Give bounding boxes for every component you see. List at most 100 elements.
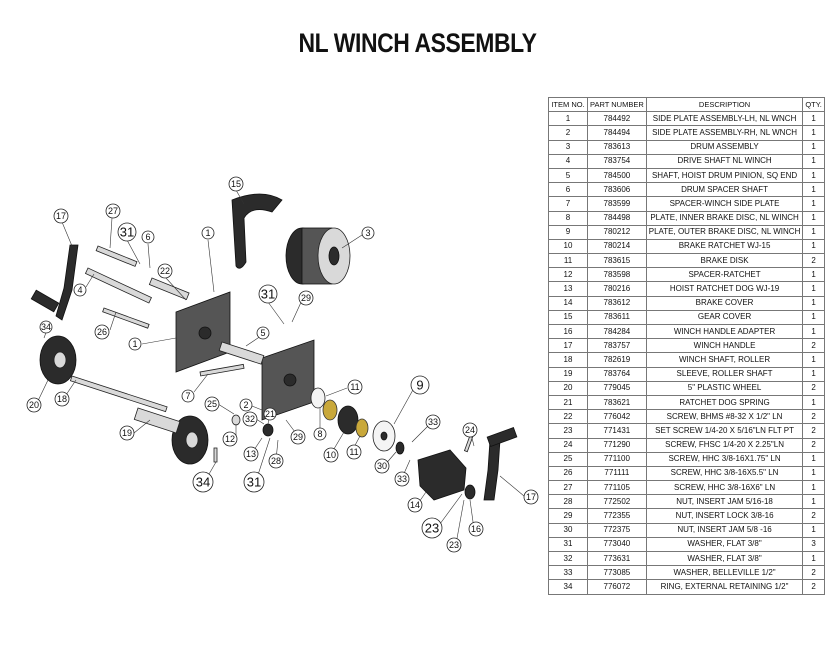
cell-description: BRAKE DISK: [645, 253, 804, 269]
callout-label: 18: [57, 394, 67, 404]
cell-description: 5" PLASTIC WHEEL: [645, 380, 804, 396]
leader-lines: [35, 189, 525, 545]
cell-qty: 1: [802, 224, 825, 240]
cell-description: NUT, INSERT JAM 5/8 -16: [645, 522, 804, 538]
cell-item-no: 26: [548, 465, 588, 482]
callout: 29: [298, 290, 314, 306]
cell-part-number: 783621: [587, 394, 647, 411]
pinion-shaft-part: [218, 341, 265, 365]
cell-part-number: 783611: [587, 309, 647, 326]
gear-cover-part: [231, 193, 283, 269]
winch-shaft-roller-part: [69, 375, 168, 413]
cell-description: DRIVE SHAFT NL WINCH: [645, 153, 804, 169]
cell-qty: 2: [802, 579, 825, 595]
callout: 3: [361, 226, 375, 240]
cell-description: SET SCREW 1/4-20 X 5/16"LN FLT PT: [645, 423, 804, 439]
cell-part-number: 784498: [587, 210, 647, 226]
callout-label: 2: [243, 400, 248, 410]
cell-part-number: 776072: [587, 579, 647, 595]
cell-qty: 1: [802, 550, 825, 567]
callout: 13: [243, 446, 259, 462]
cell-item-no: 4: [548, 153, 588, 169]
cell-qty: 1: [802, 267, 825, 283]
cell-description: BRAKE COVER: [645, 295, 804, 311]
cell-item-no: 19: [548, 366, 588, 382]
side-plate-lh-hole: [198, 326, 212, 340]
cell-qty: 1: [802, 309, 825, 326]
jam-nut-30-part: [395, 441, 405, 455]
callout: 20: [26, 397, 42, 413]
cell-qty: 1: [802, 323, 825, 340]
drive-shaft-part: [84, 267, 152, 304]
cell-qty: 2: [802, 380, 825, 396]
screw-27-part: [95, 245, 138, 267]
callout-label: 32: [245, 414, 255, 424]
cell-qty: 1: [802, 494, 825, 510]
cell-qty: 2: [802, 508, 825, 524]
cell-item-no: 22: [548, 409, 588, 425]
cell-qty: 1: [802, 394, 825, 411]
callout: 22: [157, 263, 173, 279]
drum-spacer-shaft-part: [148, 277, 190, 300]
callout-label: 4: [77, 285, 82, 295]
cell-part-number: 784500: [587, 167, 647, 184]
callout: 23: [421, 517, 443, 539]
spacer-ratchet-part: [231, 414, 241, 426]
cell-part-number: 783754: [587, 153, 647, 169]
callout-label: 15: [231, 179, 241, 189]
drum-assembly-part: [285, 227, 351, 285]
callout-label: 5: [260, 328, 265, 338]
callout-label: 11: [349, 447, 358, 457]
brake-disk-2-part: [355, 418, 369, 438]
callout: 26: [94, 324, 110, 340]
cell-part-number: 773631: [587, 550, 647, 567]
cell-part-number: 783606: [587, 182, 647, 198]
cell-item-no: 28: [548, 494, 588, 510]
callout-label: 23: [449, 540, 459, 550]
callout: 17: [523, 489, 539, 505]
cell-qty: 1: [802, 111, 825, 127]
cell-description: SPACER-WINCH SIDE PLATE: [645, 196, 804, 212]
cell-part-number: 783612: [587, 295, 647, 311]
cell-description: DRUM ASSEMBLY: [645, 139, 804, 155]
cell-description: HOIST RATCHET DOG WJ-19: [645, 281, 804, 297]
cell-item-no: 20: [548, 380, 588, 396]
callout-label: 27: [108, 206, 118, 216]
callout-label: 19: [122, 428, 132, 438]
cell-description: WINCH HANDLE ADAPTER: [645, 323, 804, 340]
winch-handle-right-part: [483, 439, 501, 501]
callout: 10: [323, 447, 339, 463]
cell-part-number: 783613: [587, 139, 647, 155]
cell-description: SCREW, HHC 3/8-16X6" LN: [645, 480, 804, 496]
cell-qty: 1: [802, 210, 825, 226]
cell-description: WASHER, FLAT 3/8": [645, 536, 804, 553]
callout: 18: [54, 391, 70, 407]
cell-part-number: 780214: [587, 238, 647, 255]
callout-label: 29: [301, 293, 311, 303]
cell-part-number: 776042: [587, 409, 647, 425]
cell-qty: 3: [802, 536, 825, 553]
cell-description: GEAR COVER: [645, 309, 804, 326]
callout: 14: [407, 497, 423, 513]
screw-26-part: [102, 307, 150, 329]
cell-qty: 1: [802, 366, 825, 382]
callout-label: 16: [471, 524, 481, 534]
callout-label: 20: [29, 400, 39, 410]
cell-description: PLATE, INNER BRAKE DISC, NL WINCH: [645, 210, 804, 226]
cell-description: SCREW, HHC 3/8-16X5.5" LN: [645, 465, 804, 482]
brake-ratchet-part: [337, 405, 359, 435]
cell-description: WINCH SHAFT, ROLLER: [645, 352, 804, 368]
cell-description: SLEEVE, ROLLER SHAFT: [645, 366, 804, 382]
callout: 6: [141, 230, 155, 244]
